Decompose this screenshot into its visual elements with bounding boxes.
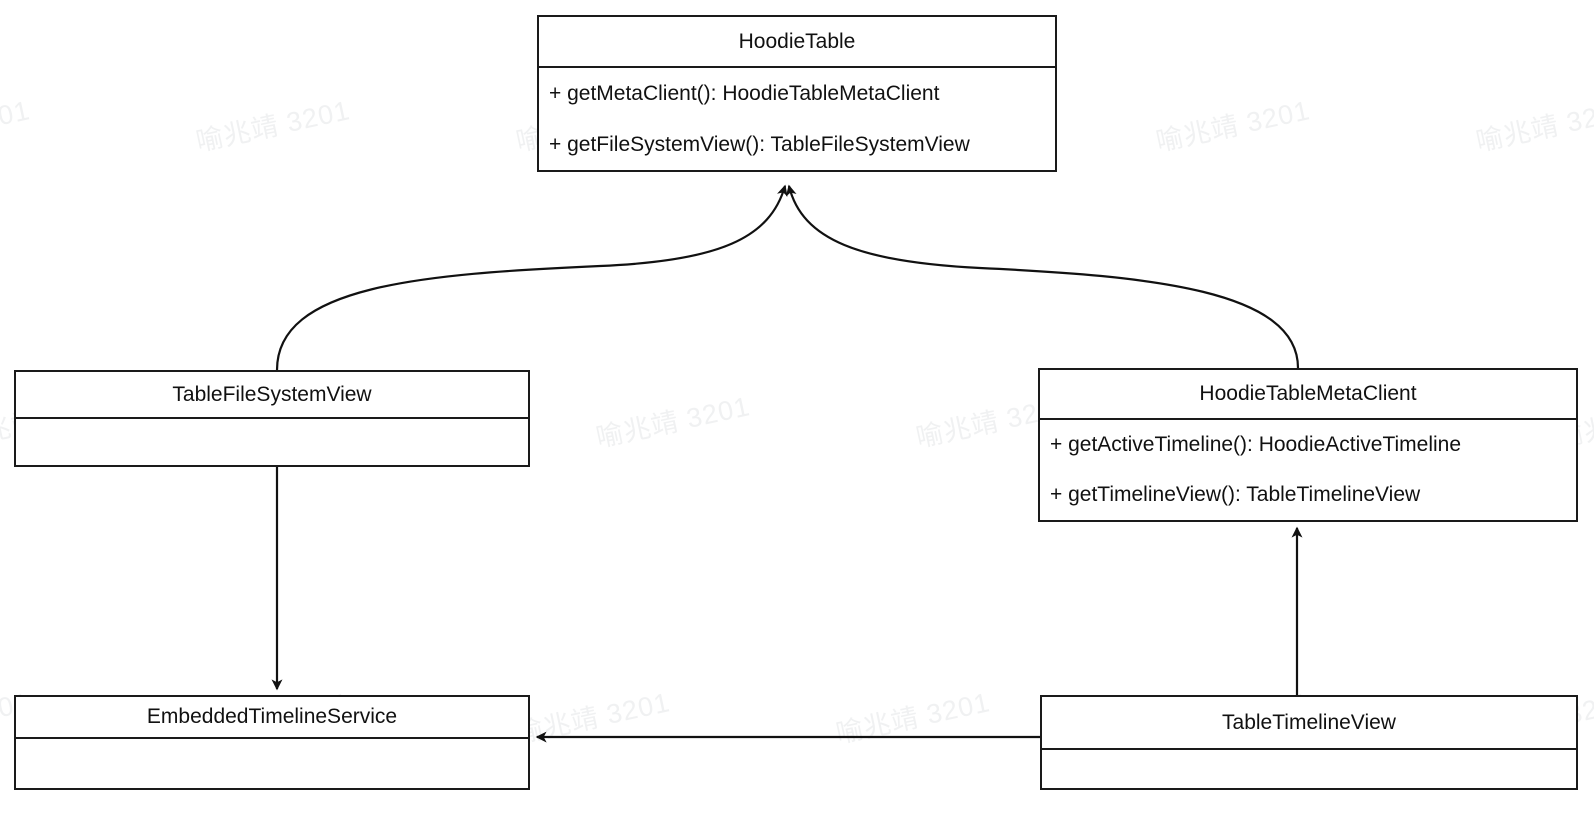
class-box-hoodie-table[interactable]: HoodieTable + getMetaClient(): HoodieTab… [537,15,1057,172]
class-members-hoodie-table: + getMetaClient(): HoodieTableMetaClient… [539,68,1055,170]
relation-htmc-to-hoodietable [785,184,1300,369]
class-members-table-file-system-view [16,419,528,465]
watermark-text: 喻兆靖 3201 [193,95,353,158]
watermark-text: 喻兆靖 3201 [593,391,753,454]
class-name-table-timeline-view: TableTimelineView [1042,697,1576,750]
class-box-table-file-system-view[interactable]: TableFileSystemView [14,370,530,467]
class-members-hoodie-table-meta-client: + getActiveTimeline(): HoodieActiveTimel… [1040,420,1576,520]
watermark-text: 喻兆靖 3201 [513,687,673,750]
watermark-text: 喻兆靖 3201 [1153,95,1313,158]
class-member: + getMetaClient(): HoodieTableMetaClient [549,81,940,105]
class-box-hoodie-table-meta-client[interactable]: HoodieTableMetaClient + getActiveTimelin… [1038,368,1578,522]
class-member: + getFileSystemView(): TableFileSystemVi… [549,132,970,156]
class-name-hoodie-table-meta-client: HoodieTableMetaClient [1040,370,1576,420]
relation-tfsv-to-hoodietable [275,184,788,371]
class-member: + getTimelineView(): TableTimelineView [1050,483,1421,507]
class-box-table-timeline-view[interactable]: TableTimelineView [1040,695,1578,790]
watermark-text: 喻兆靖 3201 [833,687,993,750]
class-box-embedded-timeline-service[interactable]: EmbeddedTimelineService [14,695,530,790]
class-name-hoodie-table: HoodieTable [539,17,1055,68]
class-members-table-timeline-view [1042,750,1576,788]
class-name-embedded-timeline-service: EmbeddedTimelineService [16,697,528,739]
watermark-text: 喻兆靖 3201 [1473,95,1594,158]
class-member: + getActiveTimeline(): HoodieActiveTimel… [1050,433,1462,457]
watermark-text: 喻兆靖 3201 [0,95,33,157]
class-name-table-file-system-view: TableFileSystemView [16,372,528,419]
class-members-embedded-timeline-service [16,739,528,788]
